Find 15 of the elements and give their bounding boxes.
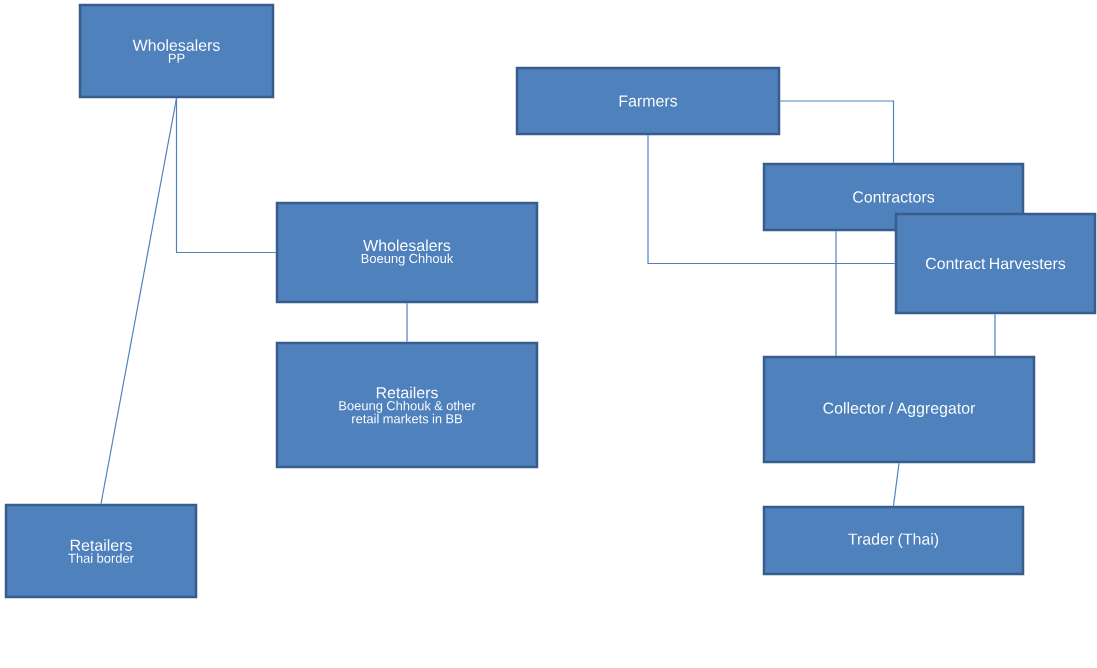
connector-line bbox=[779, 100, 895, 164]
process-box: Wholesalers Boeung Chhouk bbox=[275, 201, 539, 304]
process-box: Farmers bbox=[515, 66, 781, 136]
connector-line bbox=[994, 313, 996, 357]
connector-line bbox=[406, 302, 408, 343]
process-box: Wholesalers PP bbox=[78, 3, 275, 99]
connector-line bbox=[647, 134, 896, 265]
process-box: Contract Harvesters bbox=[894, 212, 1097, 315]
connector-line bbox=[892, 462, 900, 507]
connector-line bbox=[835, 230, 837, 357]
process-box: Trader (Thai) bbox=[762, 505, 1025, 576]
process-box: Retailers Thai border bbox=[4, 503, 198, 599]
process-box: Retailers Boeung Chhouk & other retail markets in BB bbox=[275, 341, 539, 469]
connector-line bbox=[100, 97, 178, 505]
process-box: Collector / Aggregator bbox=[762, 355, 1036, 464]
